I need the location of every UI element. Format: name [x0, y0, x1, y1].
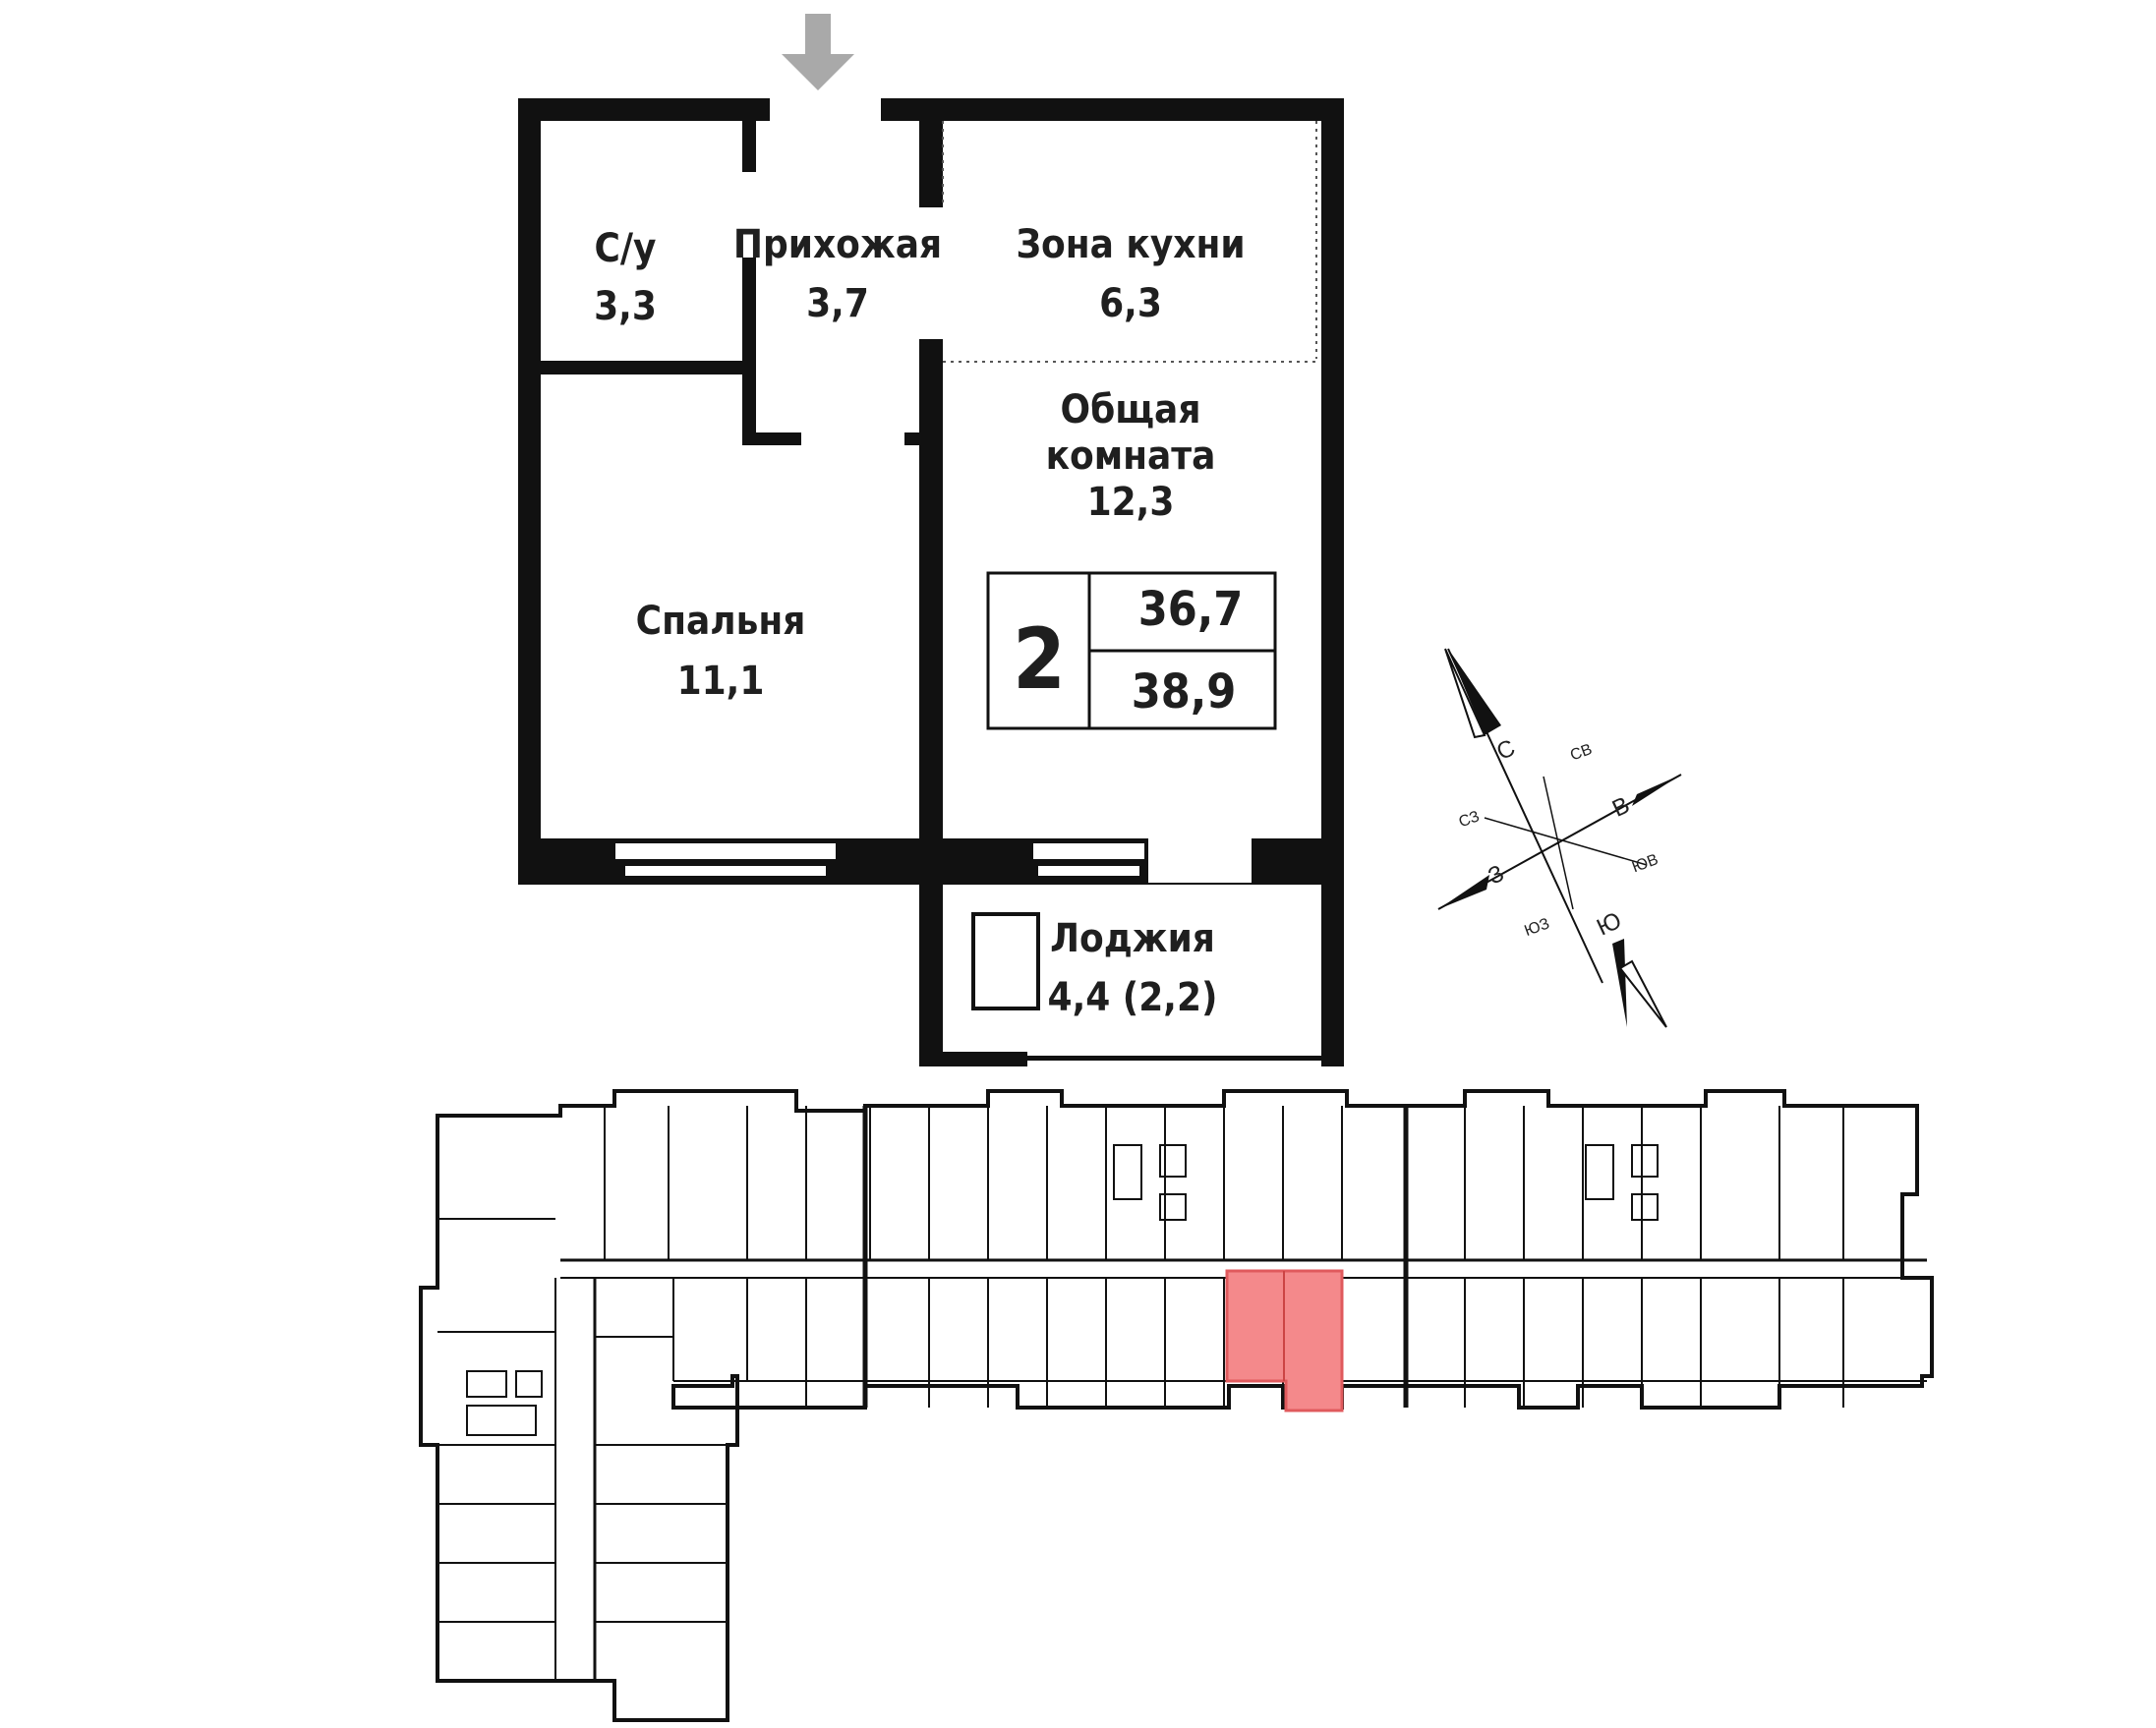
area-summary-box [986, 571, 1277, 730]
room-area-living: 12,3 [1087, 480, 1175, 525]
room-area-loggia: 4,4 (2,2) [1048, 975, 1218, 1020]
compass-n: С [1492, 734, 1519, 766]
room-name-bedroom: Спальня [636, 599, 806, 644]
compass-ne: СВ [1568, 741, 1595, 765]
highlighted-apartment [1225, 1269, 1344, 1412]
room-area-bedroom: 11,1 [677, 659, 765, 704]
room-name-living-2: комната [1046, 433, 1216, 479]
compass-se: ЮВ [1630, 851, 1661, 876]
rooms-count: 2 [1013, 610, 1066, 709]
compass-e: В [1608, 792, 1634, 823]
entrance-arrow-icon [782, 14, 854, 90]
windows [613, 838, 1252, 883]
room-name-kitchen: Зона кухни [1016, 222, 1245, 267]
zone-dividers [942, 121, 1317, 363]
compass-s: Ю [1593, 907, 1625, 942]
compass-sw: ЮЗ [1522, 915, 1551, 940]
compass-w: З [1485, 860, 1509, 891]
room-name-hallway: Прихожая [733, 222, 942, 267]
room-name-bathroom: С/у [594, 226, 656, 271]
total-area: 38,9 [1132, 664, 1237, 720]
room-area-bathroom: 3,3 [594, 284, 657, 329]
room-name-loggia: Лоджия [1050, 916, 1215, 961]
living-area: 36,7 [1138, 582, 1244, 637]
compass-rose-icon [1437, 648, 1682, 1028]
loggia-cabinet [971, 912, 1040, 1010]
room-name-living-1: Общая [1061, 387, 1201, 432]
room-area-hallway: 3,7 [806, 281, 869, 326]
compass-nw: СЗ [1457, 808, 1483, 831]
room-area-kitchen: 6,3 [1099, 281, 1162, 326]
building-floor-plan [419, 1089, 1934, 1722]
